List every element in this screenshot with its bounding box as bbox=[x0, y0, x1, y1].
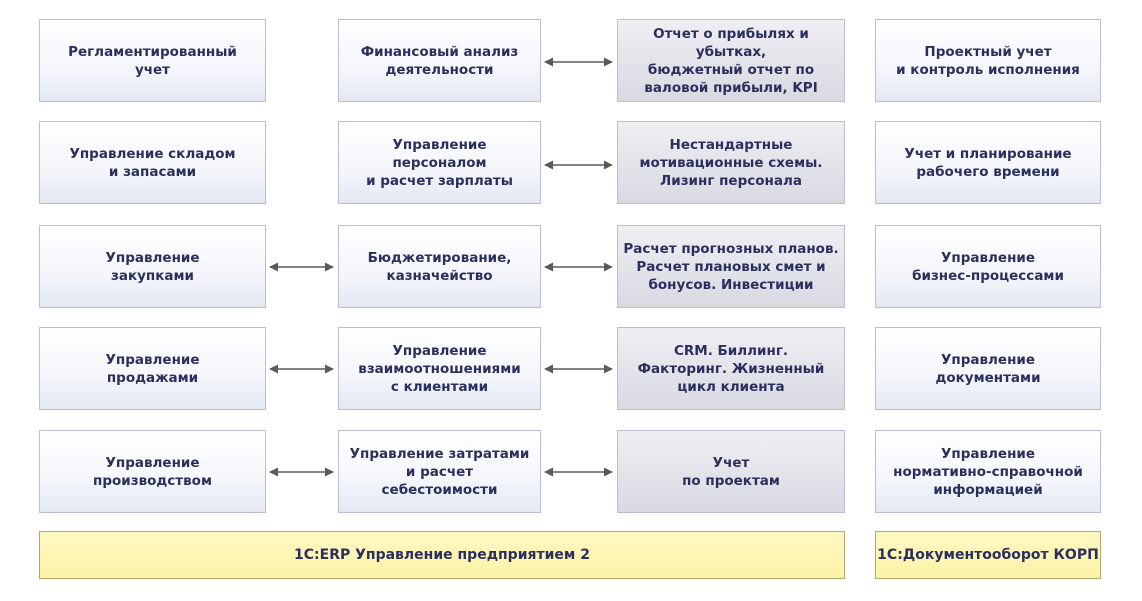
box-profit-loss-report: Отчет о прибылях и убытках, бюджетный от… bbox=[617, 19, 845, 102]
box-business-processes: Управление бизнес-процессами bbox=[875, 225, 1101, 308]
box-customer-relations: Управление взаимоотношениями с клиентами bbox=[338, 327, 541, 410]
box-work-time-planning: Учет и планирование рабочего времени bbox=[875, 121, 1101, 204]
box-warehouse-management: Управление складом и запасами bbox=[39, 121, 266, 204]
box-hr-payroll: Управление персоналом и расчет зарплаты bbox=[338, 121, 541, 204]
box-purchasing-management: Управление закупками bbox=[39, 225, 266, 308]
box-production-management: Управление производством bbox=[39, 430, 266, 513]
box-cost-management: Управление затратами и расчет себестоимо… bbox=[338, 430, 541, 513]
box-project-control: Проектный учет и контроль исполнения bbox=[875, 19, 1101, 102]
box-financial-analysis: Финансовый анализ деятельности bbox=[338, 19, 541, 102]
footer-erp-product: 1С:ERP Управление предприятием 2 bbox=[39, 531, 845, 579]
box-budgeting-treasury: Бюджетирование, казначейство bbox=[338, 225, 541, 308]
box-regulated-accounting: Регламентированный учет bbox=[39, 19, 266, 102]
box-document-management: Управление документами bbox=[875, 327, 1101, 410]
box-crm-billing: CRM. Биллинг. Факторинг. Жизненный цикл … bbox=[617, 327, 845, 410]
box-forecast-plans: Расчет прогнозных планов. Расчет плановы… bbox=[617, 225, 845, 308]
footer-docflow-product: 1С:Документооборот КОРП bbox=[875, 531, 1101, 579]
box-sales-management: Управление продажами bbox=[39, 327, 266, 410]
box-project-accounting: Учет по проектам bbox=[617, 430, 845, 513]
box-motivation-schemes: Нестандартные мотивационные схемы. Лизин… bbox=[617, 121, 845, 204]
box-reference-info: Управление нормативно-справочной информа… bbox=[875, 430, 1101, 513]
